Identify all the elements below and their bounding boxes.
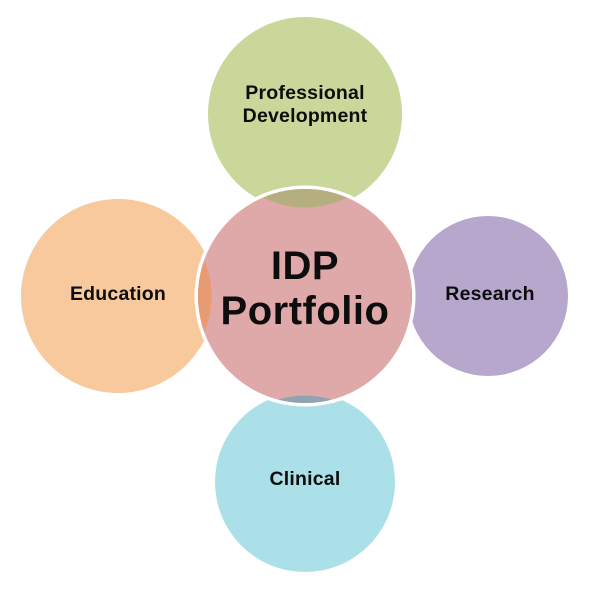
circle-research: [408, 216, 568, 376]
circle-idp-portfolio: [198, 189, 412, 403]
circle-professional-development: [208, 17, 402, 211]
circle-clinical: [215, 392, 395, 572]
circle-education: [21, 199, 215, 393]
